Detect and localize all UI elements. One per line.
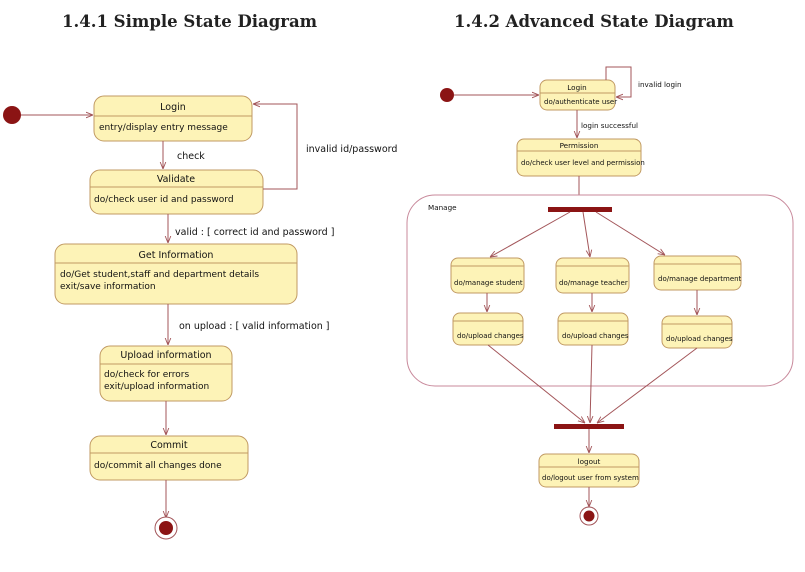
state-permission: Permission do/check user level and permi… — [516, 138, 645, 177]
edge-label-valid: valid : [ correct id and password ] — [175, 227, 334, 238]
state-manage-teacher: do/manage teacher — [555, 257, 630, 294]
state-activity: do/upload changes — [562, 332, 629, 340]
edge-fork-to-department — [595, 211, 665, 255]
initial-node — [3, 106, 21, 124]
edge-invalid-login-loop — [605, 66, 632, 97]
state-upload-changes-student: do/upload changes — [452, 312, 524, 346]
state-activity: entry/display entry message — [99, 123, 228, 133]
state-name: Login — [567, 83, 586, 92]
join-bar — [554, 424, 624, 429]
state-activity: do/authenticate user — [544, 98, 617, 106]
composite-state-label: Manage — [428, 203, 457, 212]
state-commit: Commit do/commit all changes done — [89, 435, 249, 481]
state-upload-information: Upload information do/check for errors e… — [99, 345, 233, 402]
edge-label-invalid: invalid id/password — [306, 144, 397, 155]
state-name: Upload information — [120, 350, 211, 361]
edge-label-login-successful: login successful — [581, 121, 638, 130]
advanced-diagram-heading: 1.4.2 Advanced State Diagram — [454, 12, 734, 31]
edge-upload-student-to-join — [487, 344, 585, 423]
state-activity: do/Get student,staff and department deta… — [60, 270, 259, 280]
edge-label-invalid-login: invalid login — [638, 80, 682, 89]
state-manage-department: do/manage department — [653, 255, 742, 291]
state-get-information: Get Information do/Get student,staff and… — [54, 243, 298, 305]
state-logout: logout do/logout user from system — [538, 453, 640, 488]
edge-fork-to-teacher — [582, 211, 590, 257]
state-name: Commit — [150, 440, 188, 451]
fork-bar — [548, 207, 612, 212]
state-manage-student: do/manage student — [450, 257, 525, 294]
edge-upload-teacher-to-join — [590, 344, 592, 423]
state-activity: do/commit all changes done — [94, 461, 222, 471]
state-activity: exit/save information — [60, 282, 156, 292]
edge-fork-to-student — [490, 211, 571, 257]
state-name: Permission — [560, 141, 599, 150]
state-name: Validate — [157, 174, 195, 185]
final-node — [579, 506, 599, 526]
state-activity: do/upload changes — [457, 332, 524, 340]
edge-label-on-upload: on upload : [ valid information ] — [179, 321, 330, 332]
state-activity: do/manage department — [658, 275, 742, 283]
final-node — [154, 516, 178, 540]
edge-upload-department-to-join — [597, 347, 698, 423]
state-upload-changes-department: do/upload changes — [661, 315, 733, 349]
edge-invalid-loop — [253, 104, 298, 190]
simple-diagram-heading: 1.4.1 Simple State Diagram — [62, 12, 318, 31]
state-name: logout — [578, 457, 601, 466]
initial-node — [440, 88, 454, 102]
state-name: Login — [160, 102, 186, 113]
state-activity: do/manage student — [454, 279, 523, 287]
state-activity: do/upload changes — [666, 335, 733, 343]
state-activity: do/check user id and password — [94, 195, 234, 205]
state-validate: Validate do/check user id and password — [89, 169, 264, 215]
state-activity: do/manage teacher — [559, 279, 628, 287]
state-activity: do/check user level and permission — [521, 159, 645, 167]
state-name: Get Information — [139, 250, 214, 261]
state-login: Login entry/display entry message — [93, 95, 253, 142]
state-activity: do/logout user from system — [542, 474, 639, 482]
edge-label-check: check — [177, 151, 205, 162]
state-upload-changes-teacher: do/upload changes — [557, 312, 629, 346]
state-activity: exit/upload information — [104, 382, 209, 392]
simple-state-diagram: Login entry/display entry message check … — [3, 95, 397, 540]
state-login-advanced: Login do/authenticate user — [539, 79, 617, 111]
state-activity: do/check for errors — [104, 370, 189, 380]
advanced-state-diagram: Login do/authenticate user invalid login… — [406, 66, 794, 526]
